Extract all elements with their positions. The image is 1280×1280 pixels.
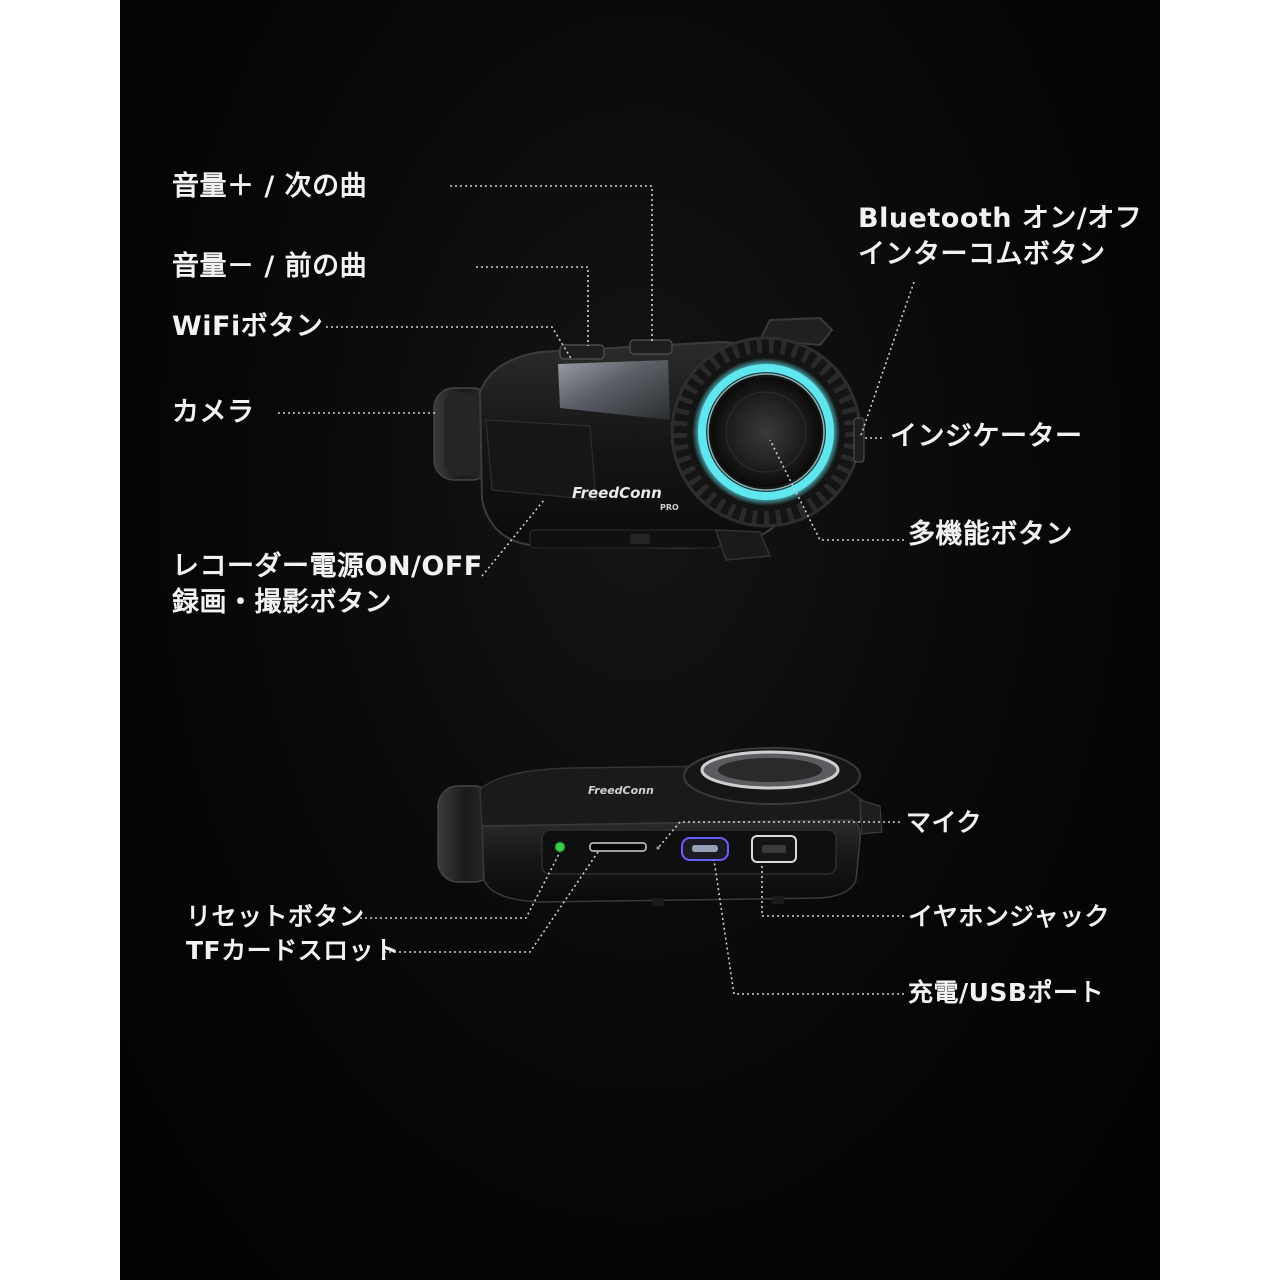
label-tf-card-slot: TFカードスロット (186, 936, 400, 965)
label-camera: カメラ (172, 397, 255, 428)
brand-logo: FreedConn (572, 484, 662, 502)
bluetooth-intercom-button (853, 417, 865, 463)
knob-teeth (673, 339, 859, 525)
mic-hole (656, 846, 660, 850)
label-earphone-jack: イヤホンジャック (908, 902, 1111, 931)
product-diagram-panel: FreedConn PRO FreedConn (120, 0, 1160, 1280)
leader-earphone (761, 860, 904, 917)
leader-wifi (326, 326, 573, 361)
leader-recorder (481, 499, 545, 577)
tf-card-slot (589, 842, 647, 852)
label-mic: マイク (906, 808, 983, 837)
multifunction-button (711, 377, 821, 487)
label-bluetooth-line1: Bluetooth オン/オフ (858, 203, 1143, 234)
label-reset-button: リセットボタン (186, 902, 365, 931)
record-button (630, 534, 650, 544)
bottom-brand-logo: FreedConn (588, 784, 654, 797)
label-recorder-line1: レコーダー電源ON/OFF (172, 551, 483, 582)
label-volume-down: 音量－ / 前の曲 (172, 251, 368, 282)
leader-charge-usb (713, 859, 904, 995)
leader-bluetooth (859, 281, 915, 439)
brand-model: PRO (660, 503, 679, 512)
volume-down-button (559, 344, 605, 360)
leader-volume-down (476, 266, 589, 346)
display-panel (558, 360, 670, 420)
leader-volume-up (450, 185, 653, 342)
label-bluetooth-line2: インターコムボタン (858, 239, 1106, 270)
top-device: FreedConn PRO (433, 316, 865, 561)
leader-mic (657, 821, 900, 849)
leader-reset (360, 851, 561, 919)
device-illustration: FreedConn PRO FreedConn (278, 185, 915, 995)
leader-tf-card (384, 851, 599, 953)
label-indicator: インジケーター (890, 421, 1083, 452)
label-charge-usb-port: 充電/USBポート (908, 978, 1104, 1007)
volume-up-button (629, 339, 673, 355)
label-multifunction-button: 多機能ボタン (908, 519, 1073, 550)
label-recorder-line2: 録画・撮影ボタン (172, 587, 392, 618)
bottom-device: FreedConn (437, 747, 883, 906)
label-wifi-button: WiFiボタン (172, 311, 324, 342)
label-volume-up: 音量＋ / 次の曲 (172, 171, 368, 202)
reset-button-led (554, 841, 566, 853)
